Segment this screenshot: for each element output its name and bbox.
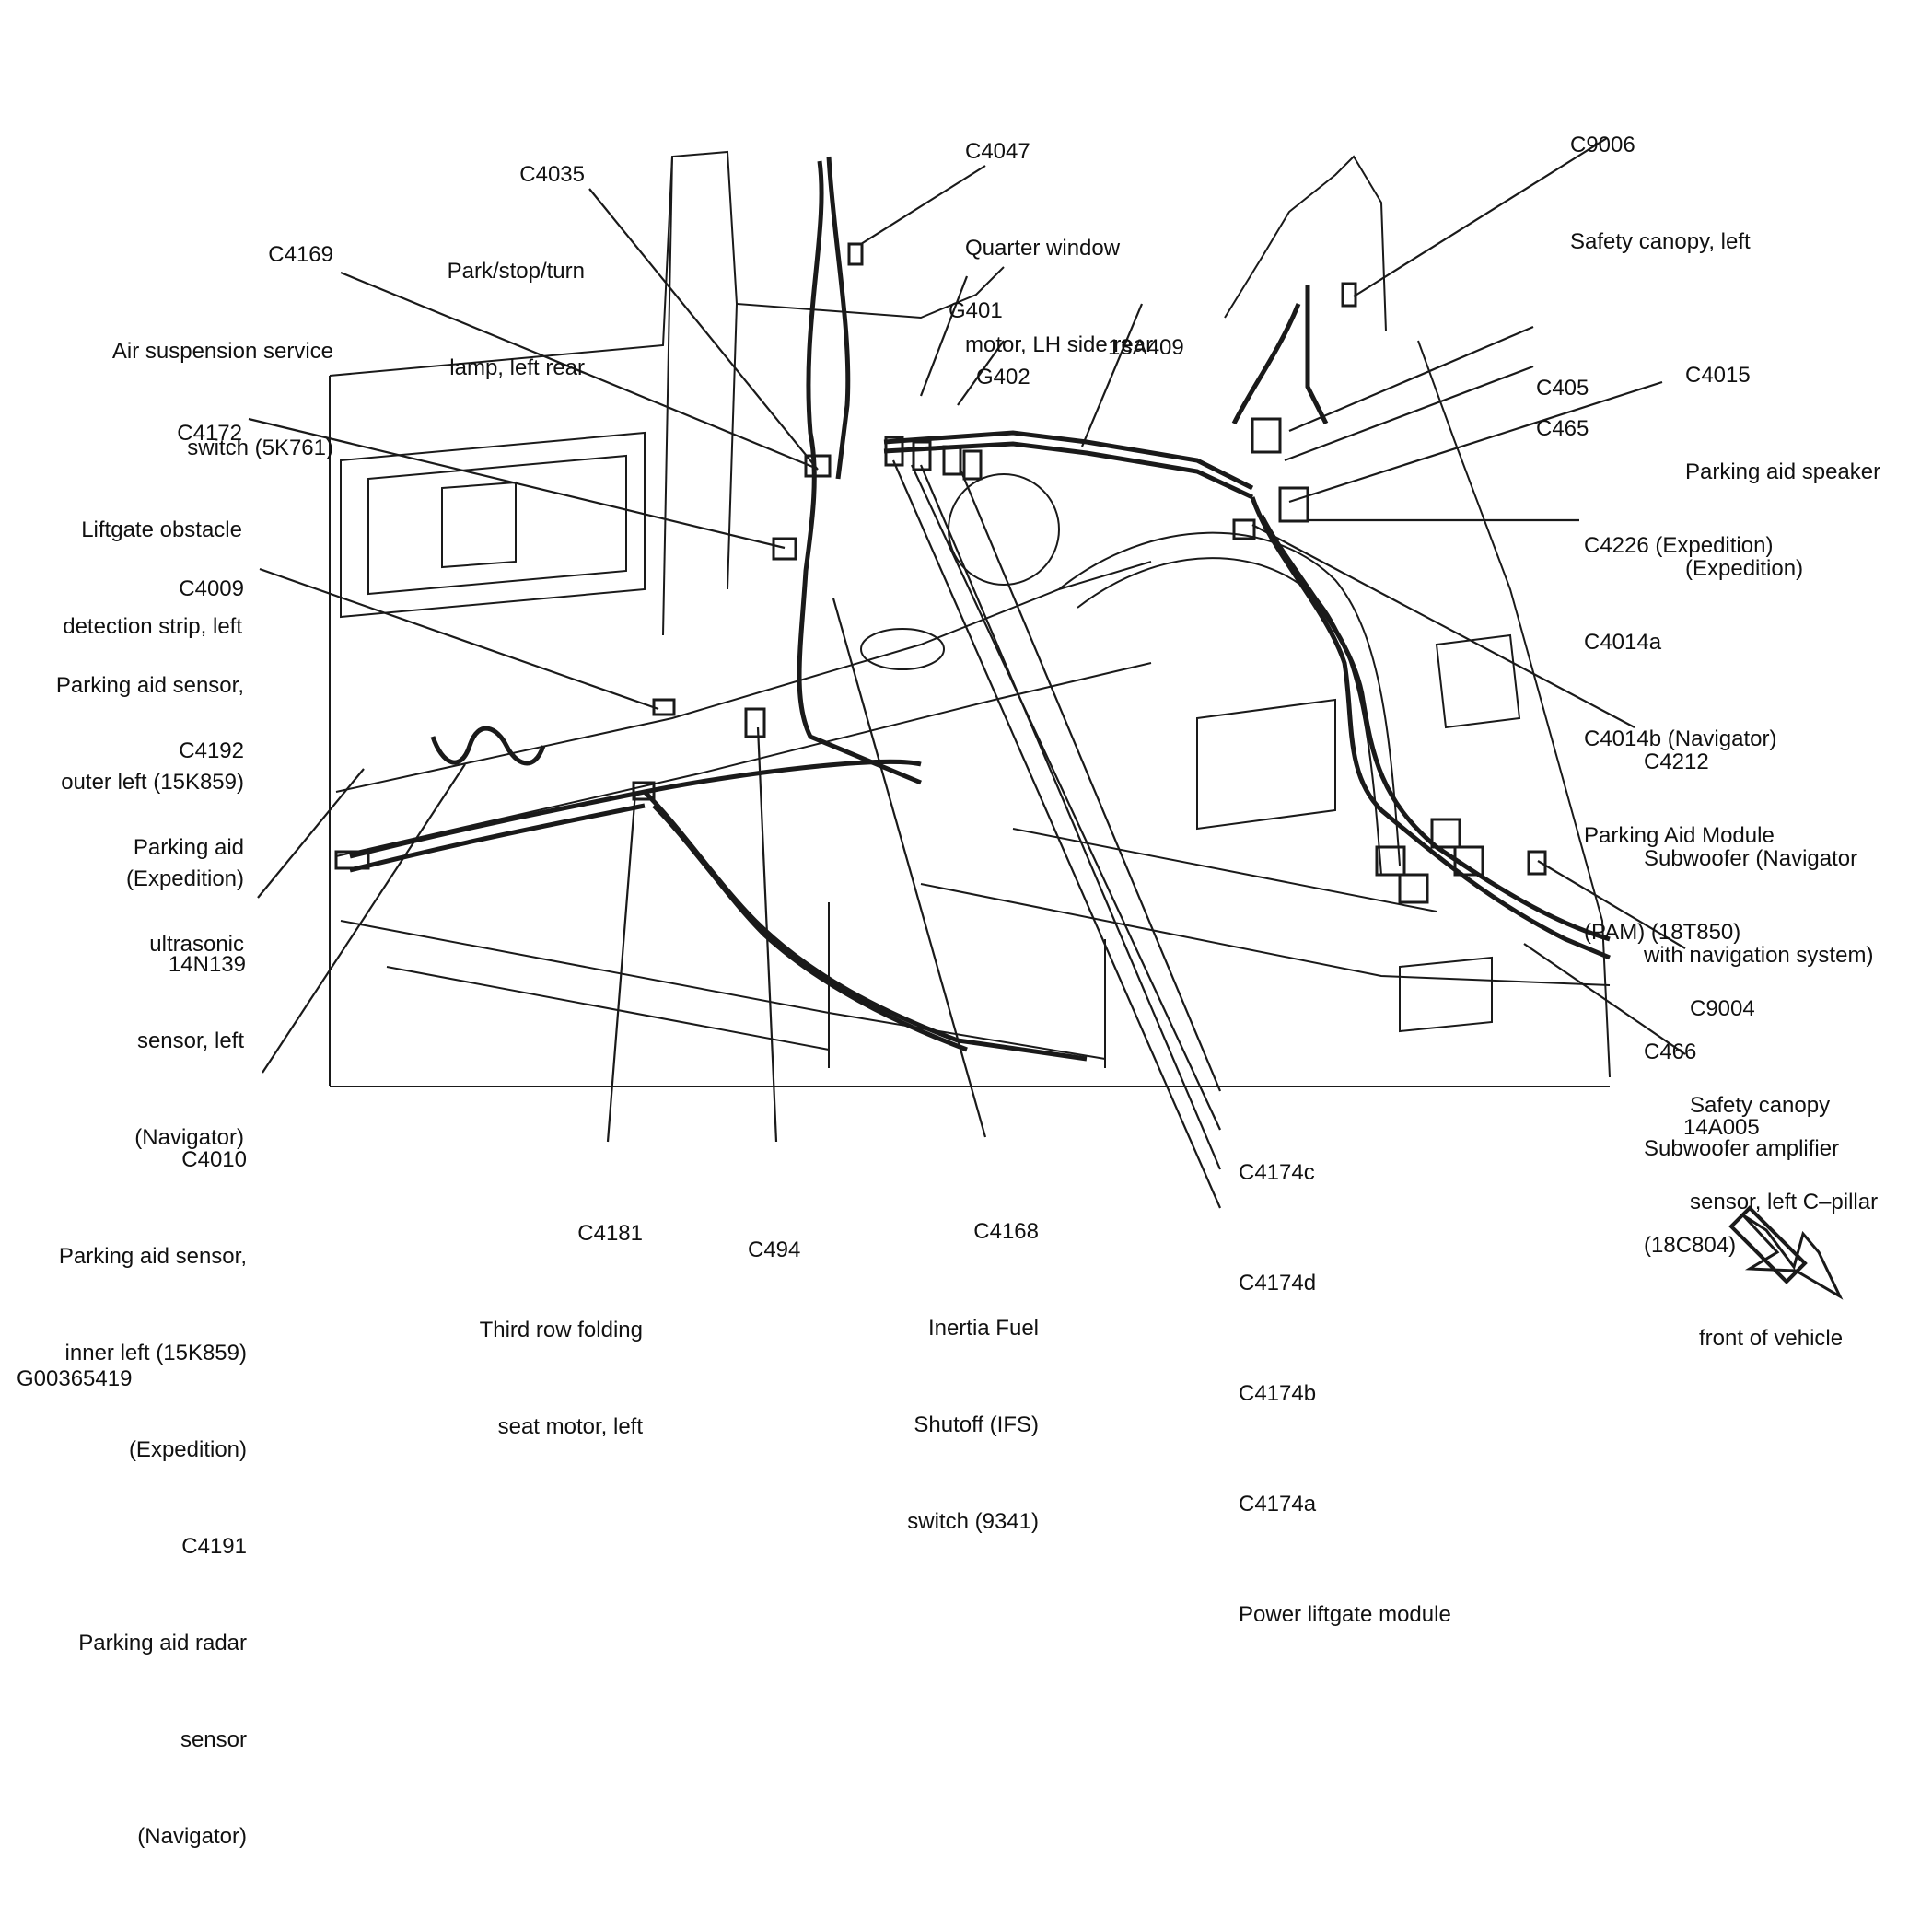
callout-line: Parking aid sensor, bbox=[55, 673, 244, 698]
callout-line: C4168 bbox=[973, 1219, 1039, 1244]
callout-c4015: C4015 Parking aid speaker (Expedition) bbox=[1685, 295, 1880, 649]
callout-line: C4174d bbox=[1239, 1271, 1317, 1295]
callout-c4181: C4181 Third row folding seat motor, left bbox=[480, 1153, 643, 1507]
callout-line: C4172 bbox=[177, 421, 242, 446]
callout-c405: C405 bbox=[1536, 308, 1589, 469]
callout-line: seat motor, left bbox=[497, 1414, 643, 1439]
callout-line: Inertia Fuel bbox=[927, 1316, 1039, 1341]
callout-line: (Expedition) bbox=[1685, 556, 1804, 581]
callout-line: Power liftgate module bbox=[1239, 1602, 1451, 1627]
callout-line: C4014b (Navigator) bbox=[1584, 726, 1777, 751]
callout-line: C494 bbox=[748, 1237, 801, 1262]
callout-line: Safety canopy bbox=[1690, 1093, 1831, 1118]
callout-line: motor, LH side rear bbox=[965, 332, 1154, 357]
callout-line: Parking aid radar bbox=[78, 1631, 247, 1656]
callout-c9004: C9004 Safety canopy sensor, left C–pilla… bbox=[1690, 928, 1878, 1283]
callout-c465: C465 bbox=[1536, 348, 1589, 509]
callout-line: outer left (15K859) bbox=[61, 770, 244, 795]
callout-14a005: 14A005 bbox=[1683, 1047, 1760, 1208]
callout-line: C9006 bbox=[1570, 133, 1635, 157]
front-of-vehicle-arrow bbox=[1728, 1205, 1844, 1300]
wiring-harness bbox=[349, 156, 1611, 1062]
callout-line: (Navigator) bbox=[137, 1824, 247, 1849]
callout-c4169: C4169 Air suspension service switch (5K7… bbox=[112, 174, 333, 529]
callout-line: C9004 bbox=[1690, 996, 1755, 1021]
callout-line: (Expedition) bbox=[125, 866, 244, 891]
callout-13a409: 13A409 bbox=[1108, 267, 1184, 428]
callout-line: C4014a bbox=[1584, 630, 1662, 655]
callout-c4212: C4212 Subwoofer (Navigator with navigati… bbox=[1644, 681, 1873, 1326]
callout-line: Third row folding bbox=[479, 1318, 643, 1342]
callout-line: C4035 bbox=[519, 162, 585, 187]
callout-line: Liftgate obstacle bbox=[81, 517, 242, 542]
callout-line: C4181 bbox=[577, 1221, 643, 1246]
callout-c4047: C4047 Quarter window motor, LH side rear bbox=[965, 71, 1153, 425]
callout-line: Parking aid sensor, bbox=[58, 1244, 247, 1269]
callout-line: Parking aid speaker bbox=[1685, 459, 1881, 484]
callout-line: C4174c bbox=[1239, 1160, 1315, 1185]
body-outline bbox=[329, 150, 1611, 1087]
callout-g402: G402 bbox=[976, 296, 1030, 458]
callout-line: C4226 (Expedition) bbox=[1584, 533, 1774, 558]
callout-line: Subwoofer amplifier bbox=[1644, 1136, 1840, 1161]
callout-c4168: C4168 Inertia Fuel Shutoff (IFS) switch … bbox=[907, 1151, 1039, 1602]
callout-line: C4047 bbox=[965, 139, 1030, 164]
callout-c9006: C9006 Safety canopy, left bbox=[1570, 64, 1751, 322]
callout-c4035: C4035 Park/stop/turn lamp, left rear bbox=[448, 94, 585, 448]
callout-c4172: C4172 Liftgate obstacle detection strip,… bbox=[63, 353, 242, 707]
callout-line: 14N139 bbox=[168, 952, 246, 977]
callout-line: (18C804) bbox=[1644, 1233, 1737, 1258]
callout-line: lamp, left rear bbox=[449, 355, 585, 380]
callout-g401: G401 bbox=[949, 230, 1003, 391]
callout-c4174: C4174c C4174d C4174b C4174a Power liftga… bbox=[1239, 1081, 1451, 1707]
callout-line: (Navigator) bbox=[134, 1125, 244, 1150]
callout-line: detection strip, left bbox=[63, 614, 242, 639]
callout-line: (PAM) (18T850) bbox=[1584, 920, 1741, 945]
leader-lines bbox=[248, 137, 1686, 1209]
callout-line: C4191 bbox=[181, 1534, 247, 1559]
callout-line: Subwoofer (Navigator bbox=[1644, 846, 1858, 871]
callout-line: G401 bbox=[949, 298, 1003, 323]
front-of-vehicle-label: front of vehicle bbox=[1699, 1326, 1844, 1351]
callout-c4010: C4010 Parking aid sensor, inner left (15… bbox=[59, 1079, 247, 1917]
callout-line: Quarter window bbox=[965, 236, 1121, 261]
callout-line: sensor, left C–pillar bbox=[1690, 1190, 1879, 1214]
callout-line: switch (9341) bbox=[907, 1509, 1039, 1534]
wiring-location-diagram: C4169 Air suspension service switch (5K7… bbox=[17, 64, 1880, 1849]
callout-line: sensor, left bbox=[136, 1028, 244, 1053]
callout-line: C4010 bbox=[181, 1147, 247, 1172]
callout-line: Air suspension service bbox=[111, 339, 333, 364]
callout-line: Parking Aid Module bbox=[1584, 823, 1775, 848]
callout-line: C4192 bbox=[179, 738, 244, 763]
callout-line: C4015 bbox=[1685, 363, 1751, 388]
vehicle-cargo-area-drawing bbox=[248, 137, 1844, 1300]
callout-line: C4174b bbox=[1239, 1381, 1317, 1406]
callout-line: C4009 bbox=[179, 576, 244, 601]
callout-c4009: C4009 Parking aid sensor, outer left (15… bbox=[56, 508, 244, 959]
callout-line: with navigation system) bbox=[1644, 943, 1874, 968]
callout-line: C4212 bbox=[1644, 749, 1709, 774]
callout-line: C466 bbox=[1644, 1040, 1697, 1064]
callout-c4192: C4192 Parking aid ultrasonic sensor, lef… bbox=[134, 670, 244, 1218]
callout-line: C465 bbox=[1536, 416, 1589, 441]
callout-line: 14A005 bbox=[1683, 1115, 1760, 1140]
callout-line: sensor bbox=[180, 1727, 247, 1752]
callout-line: G402 bbox=[976, 365, 1030, 389]
figure-id: G00365419 bbox=[17, 1366, 133, 1391]
callout-line: C4169 bbox=[268, 242, 333, 267]
callout-line: switch (5K761) bbox=[187, 436, 333, 460]
callout-14n139: 14N139 bbox=[169, 884, 246, 1045]
callout-line: C4174a bbox=[1239, 1492, 1317, 1516]
callout-line: Park/stop/turn bbox=[447, 259, 585, 284]
callout-line: (Expedition) bbox=[128, 1437, 247, 1462]
callout-c4226: C4226 (Expedition) C4014a C4014b (Naviga… bbox=[1584, 465, 1776, 1013]
callout-line: ultrasonic bbox=[149, 932, 244, 957]
callout-line: Shutoff (IFS) bbox=[914, 1412, 1039, 1437]
callout-c494: C494 bbox=[748, 1169, 800, 1330]
callout-line: 13A409 bbox=[1108, 335, 1184, 360]
callout-line: inner left (15K859) bbox=[64, 1341, 247, 1365]
callout-line: C405 bbox=[1536, 376, 1589, 401]
callout-line: Parking aid bbox=[133, 835, 244, 860]
callout-line: Safety canopy, left bbox=[1570, 229, 1751, 254]
